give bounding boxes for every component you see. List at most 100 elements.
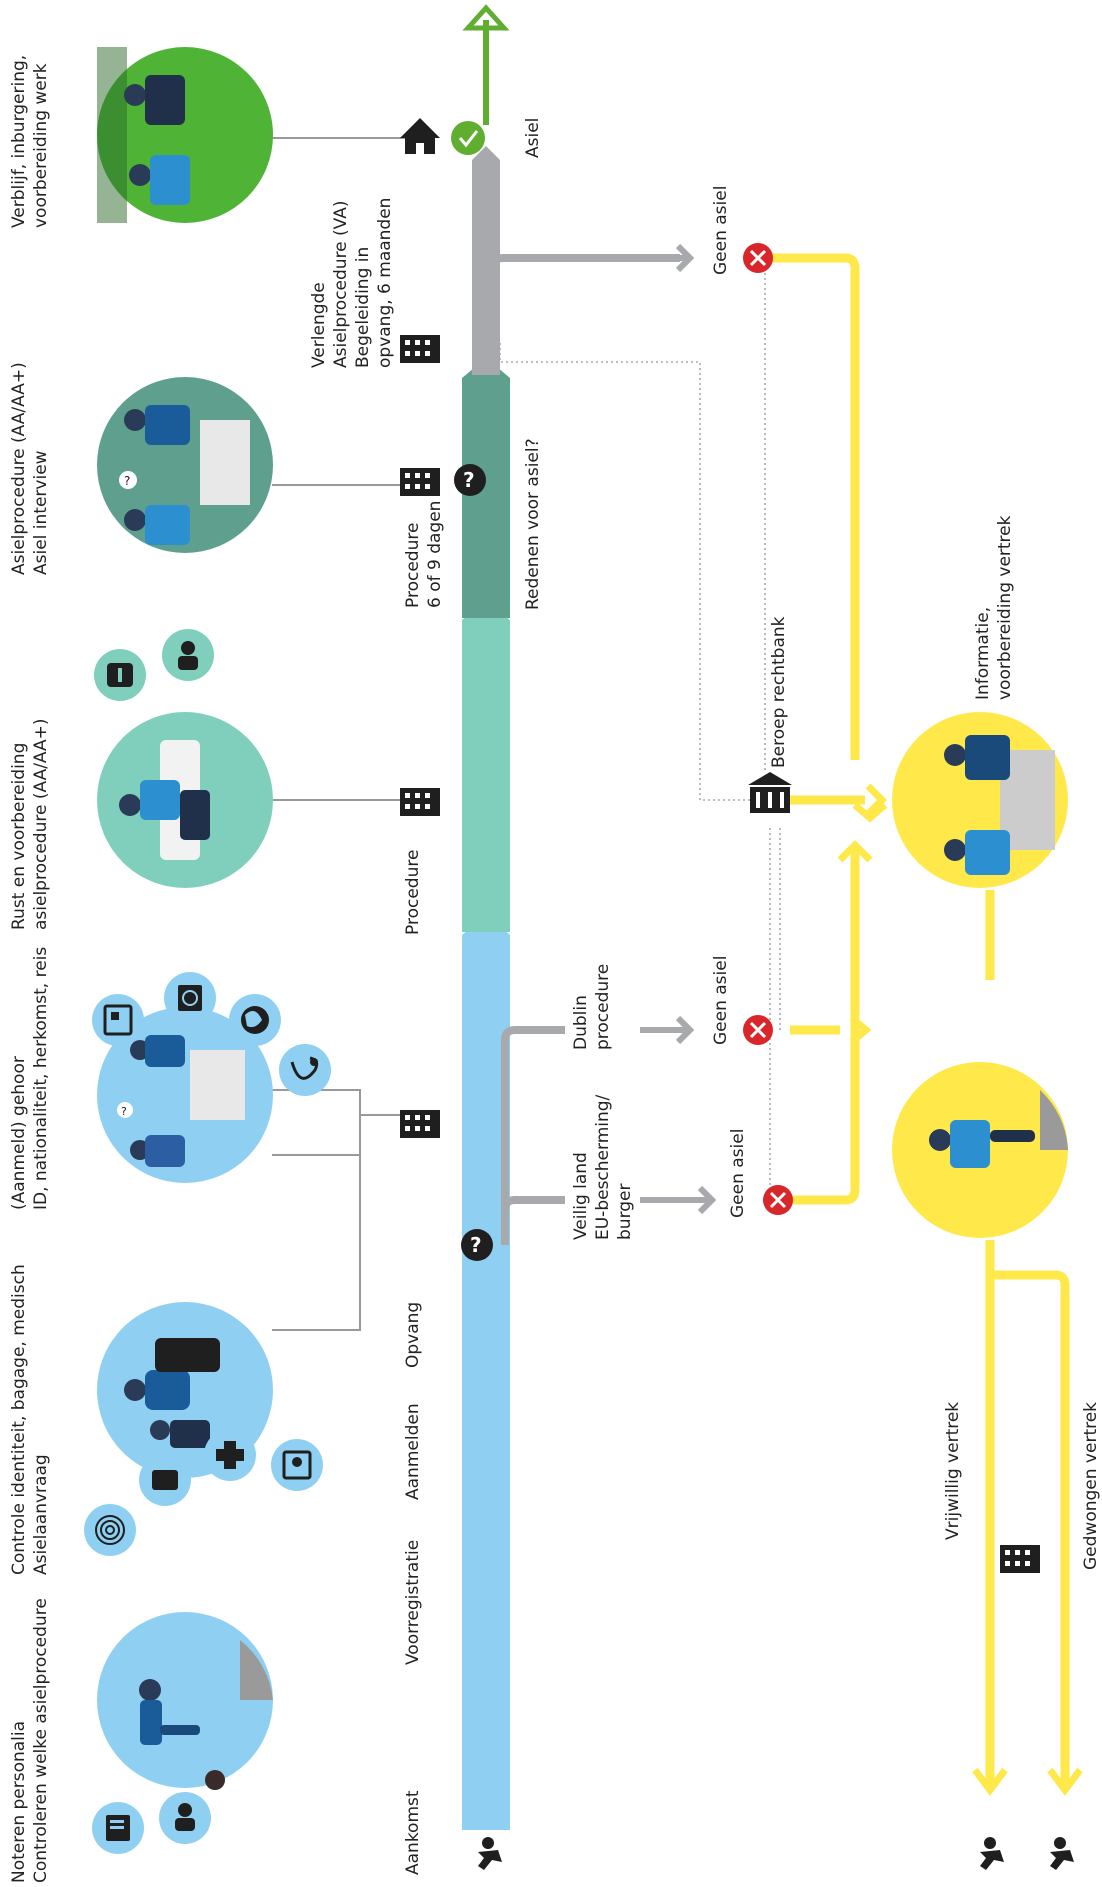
reject-x-icon bbox=[743, 243, 773, 273]
advisor-icon bbox=[162, 629, 214, 681]
geen-asiel-3: Geen asiel bbox=[710, 186, 732, 275]
svg-text:?: ? bbox=[121, 1105, 127, 1118]
desc-informatie: Informatie, voorbereiding vertrek bbox=[972, 516, 1016, 700]
stage-line: 6 of 9 dagen bbox=[425, 500, 445, 608]
building-icon bbox=[400, 335, 440, 363]
stage-procedure-days: Procedure 6 of 9 dagen bbox=[402, 501, 446, 608]
desc-line: ID, nationaliteit, herkomst, reis bbox=[31, 946, 51, 1210]
exit-label: Vrijwillig vertrek bbox=[943, 1401, 963, 1540]
small-icon-circles bbox=[84, 629, 331, 1854]
id-card-icon-2 bbox=[92, 994, 144, 1046]
desc-gehoor: (Aanmeld) gehoor ID, nationaliteit, herk… bbox=[8, 947, 52, 1210]
branch-line: burger bbox=[615, 1183, 635, 1241]
building-icon bbox=[400, 1110, 440, 1138]
stage-line: Procedure bbox=[403, 522, 423, 608]
exit-label: Gedwongen vertrek bbox=[1081, 1401, 1101, 1570]
scene-interview: ? bbox=[97, 1007, 273, 1183]
desc-line: Asielaanvraag bbox=[31, 1454, 51, 1575]
stage-aankomst: Aankomst bbox=[402, 1790, 424, 1875]
desc-line: Asiel interview bbox=[31, 450, 51, 575]
timeline-segment-procedure bbox=[462, 378, 510, 618]
grey-branches bbox=[489, 254, 680, 1245]
reject-x-icon bbox=[763, 1185, 793, 1215]
reject-x-icon bbox=[743, 1015, 773, 1045]
timeline-chevron-1 bbox=[462, 915, 510, 950]
stage-label: Beroep rechtbank bbox=[769, 616, 789, 768]
desc-line: Verblijf, inburgering, bbox=[9, 54, 29, 228]
walking-person-icons bbox=[478, 1837, 1074, 1870]
route-icon bbox=[279, 1044, 331, 1096]
desc-line: Noteren personalia bbox=[9, 1720, 29, 1883]
scene-circles: ? ? bbox=[97, 47, 1068, 1790]
asiel-arrow-head bbox=[462, 4, 510, 31]
stage-line: Verlengde bbox=[309, 282, 329, 368]
info-icon bbox=[94, 649, 146, 701]
stage-label: Aankomst bbox=[403, 1790, 423, 1875]
svg-text:?: ? bbox=[124, 474, 130, 488]
scene-departure bbox=[892, 1062, 1068, 1238]
branch-veilig: Veilig land EU-bescherming/ burger bbox=[570, 1095, 636, 1240]
geen-asiel-1: Geen asiel bbox=[727, 1129, 749, 1218]
stage-label: Aanmelden bbox=[403, 1403, 423, 1500]
grey-branch-arrows bbox=[640, 243, 717, 1215]
desc-line: voorbereiding vertrek bbox=[995, 515, 1015, 700]
status-icons: ? ? bbox=[400, 118, 793, 1261]
reject-label: Geen asiel bbox=[711, 185, 731, 275]
stage-line: Begeleiding in bbox=[353, 246, 373, 368]
desc-notes-personalia: Noteren personalia Controleren welke asi… bbox=[8, 1598, 52, 1883]
stage-label: Redenen voor asiel? bbox=[523, 438, 543, 610]
stage-line: Asielprocedure (VA) bbox=[331, 200, 351, 369]
building-icon bbox=[1000, 1545, 1040, 1573]
desc-line: Controleren welke asielprocedure bbox=[31, 1598, 51, 1883]
exit-gedwongen: Gedwongen vertrek bbox=[1080, 1402, 1102, 1570]
branch-line: EU-bescherming/ bbox=[593, 1094, 613, 1240]
desc-rust: Rust en voorbereiding asielprocedure (AA… bbox=[8, 718, 52, 930]
branch-line: Dublin bbox=[571, 995, 591, 1050]
svg-text:?: ? bbox=[470, 1233, 482, 1257]
stage-opvang: Opvang bbox=[402, 1302, 424, 1368]
stage-line: opvang, 6 maanden bbox=[375, 197, 395, 368]
reject-label: Geen asiel bbox=[711, 955, 731, 1045]
globe-icon bbox=[229, 994, 281, 1046]
stage-label: Voorregistratie bbox=[403, 1539, 423, 1665]
stage-verlengde: Verlengde Asielprocedure (VA) Begeleidin… bbox=[308, 198, 396, 368]
branch-line: Veilig land bbox=[571, 1152, 591, 1240]
stage-label: Opvang bbox=[403, 1301, 423, 1368]
document-icon bbox=[92, 1802, 144, 1854]
desc-line: asielprocedure (AA/AA+) bbox=[31, 718, 51, 930]
passport-icon bbox=[164, 972, 216, 1024]
desc-controle: Controle identiteit, bagage, medisch Asi… bbox=[8, 1264, 52, 1575]
yellow-paths bbox=[770, 253, 1070, 1790]
fingerprint-icon bbox=[84, 1504, 136, 1556]
stage-procedure-rust: Procedure bbox=[402, 850, 424, 935]
exit-vrijwillig: Vrijwillig vertrek bbox=[942, 1402, 964, 1540]
stage-label: Procedure bbox=[403, 849, 423, 935]
reject-label: Geen asiel bbox=[728, 1128, 748, 1218]
scene-asylum-interview: ? bbox=[97, 377, 273, 553]
stage-label: Asiel bbox=[523, 117, 543, 158]
question-icon: ? bbox=[454, 464, 486, 496]
geen-asiel-2: Geen asiel bbox=[710, 956, 732, 1045]
court-icon bbox=[748, 772, 792, 813]
branch-line: procedure bbox=[593, 963, 613, 1050]
desc-line: Asielprocedure (AA/AA+) bbox=[9, 362, 29, 575]
dotted-appeal-lines bbox=[499, 258, 781, 1200]
stage-aanmelden: Aanmelden bbox=[402, 1403, 424, 1500]
suitcase-icon bbox=[139, 1454, 191, 1506]
walking-person-icon bbox=[980, 1837, 1004, 1870]
yellow-arrow-heads bbox=[837, 783, 1083, 1796]
stage-beroep: Beroep rechtbank bbox=[768, 617, 790, 768]
id-card-icon bbox=[271, 1439, 323, 1491]
timeline-chevron-3 bbox=[462, 358, 510, 393]
building-icon bbox=[400, 788, 440, 816]
timeline-segment-rust bbox=[462, 620, 510, 932]
stage-voorregistratie: Voorregistratie bbox=[402, 1540, 424, 1665]
building-icon bbox=[400, 468, 440, 496]
desc-asielprocedure: Asielprocedure (AA/AA+) Asiel interview bbox=[8, 362, 52, 575]
desc-line: Informatie, bbox=[973, 606, 993, 700]
building-icons bbox=[400, 335, 1040, 1573]
walking-person-icon bbox=[1050, 1837, 1074, 1870]
svg-text:?: ? bbox=[463, 468, 475, 492]
stage-asiel: Asiel bbox=[522, 118, 544, 158]
